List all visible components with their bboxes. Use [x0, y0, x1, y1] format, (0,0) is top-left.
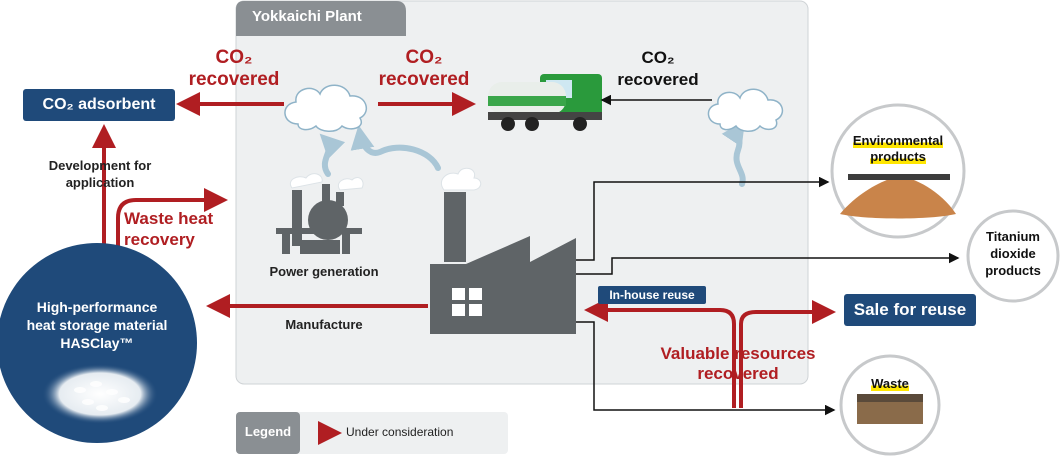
co2-recovered-mid-label: CO₂ recovered [378, 47, 470, 90]
plant-title: Yokkaichi Plant [252, 8, 362, 25]
hasclay-label: High-performance heat storage material H… [26, 299, 168, 351]
red-arrows [92, 92, 836, 408]
steam-factory [350, 125, 441, 171]
manufacture-label: Manufacture [285, 317, 363, 332]
waste-heat-recovery-label: Waste heat recovery [124, 209, 214, 249]
power-plant-smoke-2 [338, 177, 364, 191]
steam-power-plant [319, 133, 346, 177]
in-house-reuse-badge: In-house reuse [598, 286, 706, 304]
factory-icon [430, 192, 576, 334]
valuable-resources-label: Valuable resources recovered [660, 344, 816, 383]
sale-for-reuse-box: Sale for reuse [844, 294, 976, 326]
environmental-products-label: Environmental products [852, 133, 944, 164]
black-arrows [576, 94, 960, 416]
co2-adsorbent-box: CO₂ adsorbent [23, 89, 175, 121]
power-generation-label: Power generation [269, 264, 379, 279]
plant-title-tab [236, 1, 406, 36]
power-plant-icon [276, 184, 362, 254]
legend-title-tab [236, 412, 300, 454]
co2-recovered-right-label: CO₂ recovered [617, 48, 699, 89]
legend-title: Legend [244, 424, 292, 439]
legend-box [236, 412, 508, 454]
cloud-icon-right [707, 88, 784, 132]
titanium-circle [966, 209, 1060, 303]
co2-recovered-left-label: CO₂ recovered [188, 47, 280, 90]
environmental-powder-image [840, 176, 956, 219]
hasclay-pellets-image [42, 364, 158, 424]
cloud-icon-left [284, 84, 368, 132]
development-label: Development for application [48, 158, 152, 190]
environmental-photo-band [848, 174, 950, 180]
factory-smoke [440, 167, 482, 191]
steam-right [721, 120, 746, 187]
waste-label: Waste [871, 376, 909, 391]
tanker-truck-image [488, 74, 602, 131]
power-plant-smoke [290, 173, 323, 189]
titanium-dioxide-label: Titanium dioxide products [985, 229, 1041, 278]
pellet-dots [74, 381, 130, 411]
factory-window-icon [452, 288, 482, 316]
legend-item-label: Under consideration [346, 425, 454, 439]
